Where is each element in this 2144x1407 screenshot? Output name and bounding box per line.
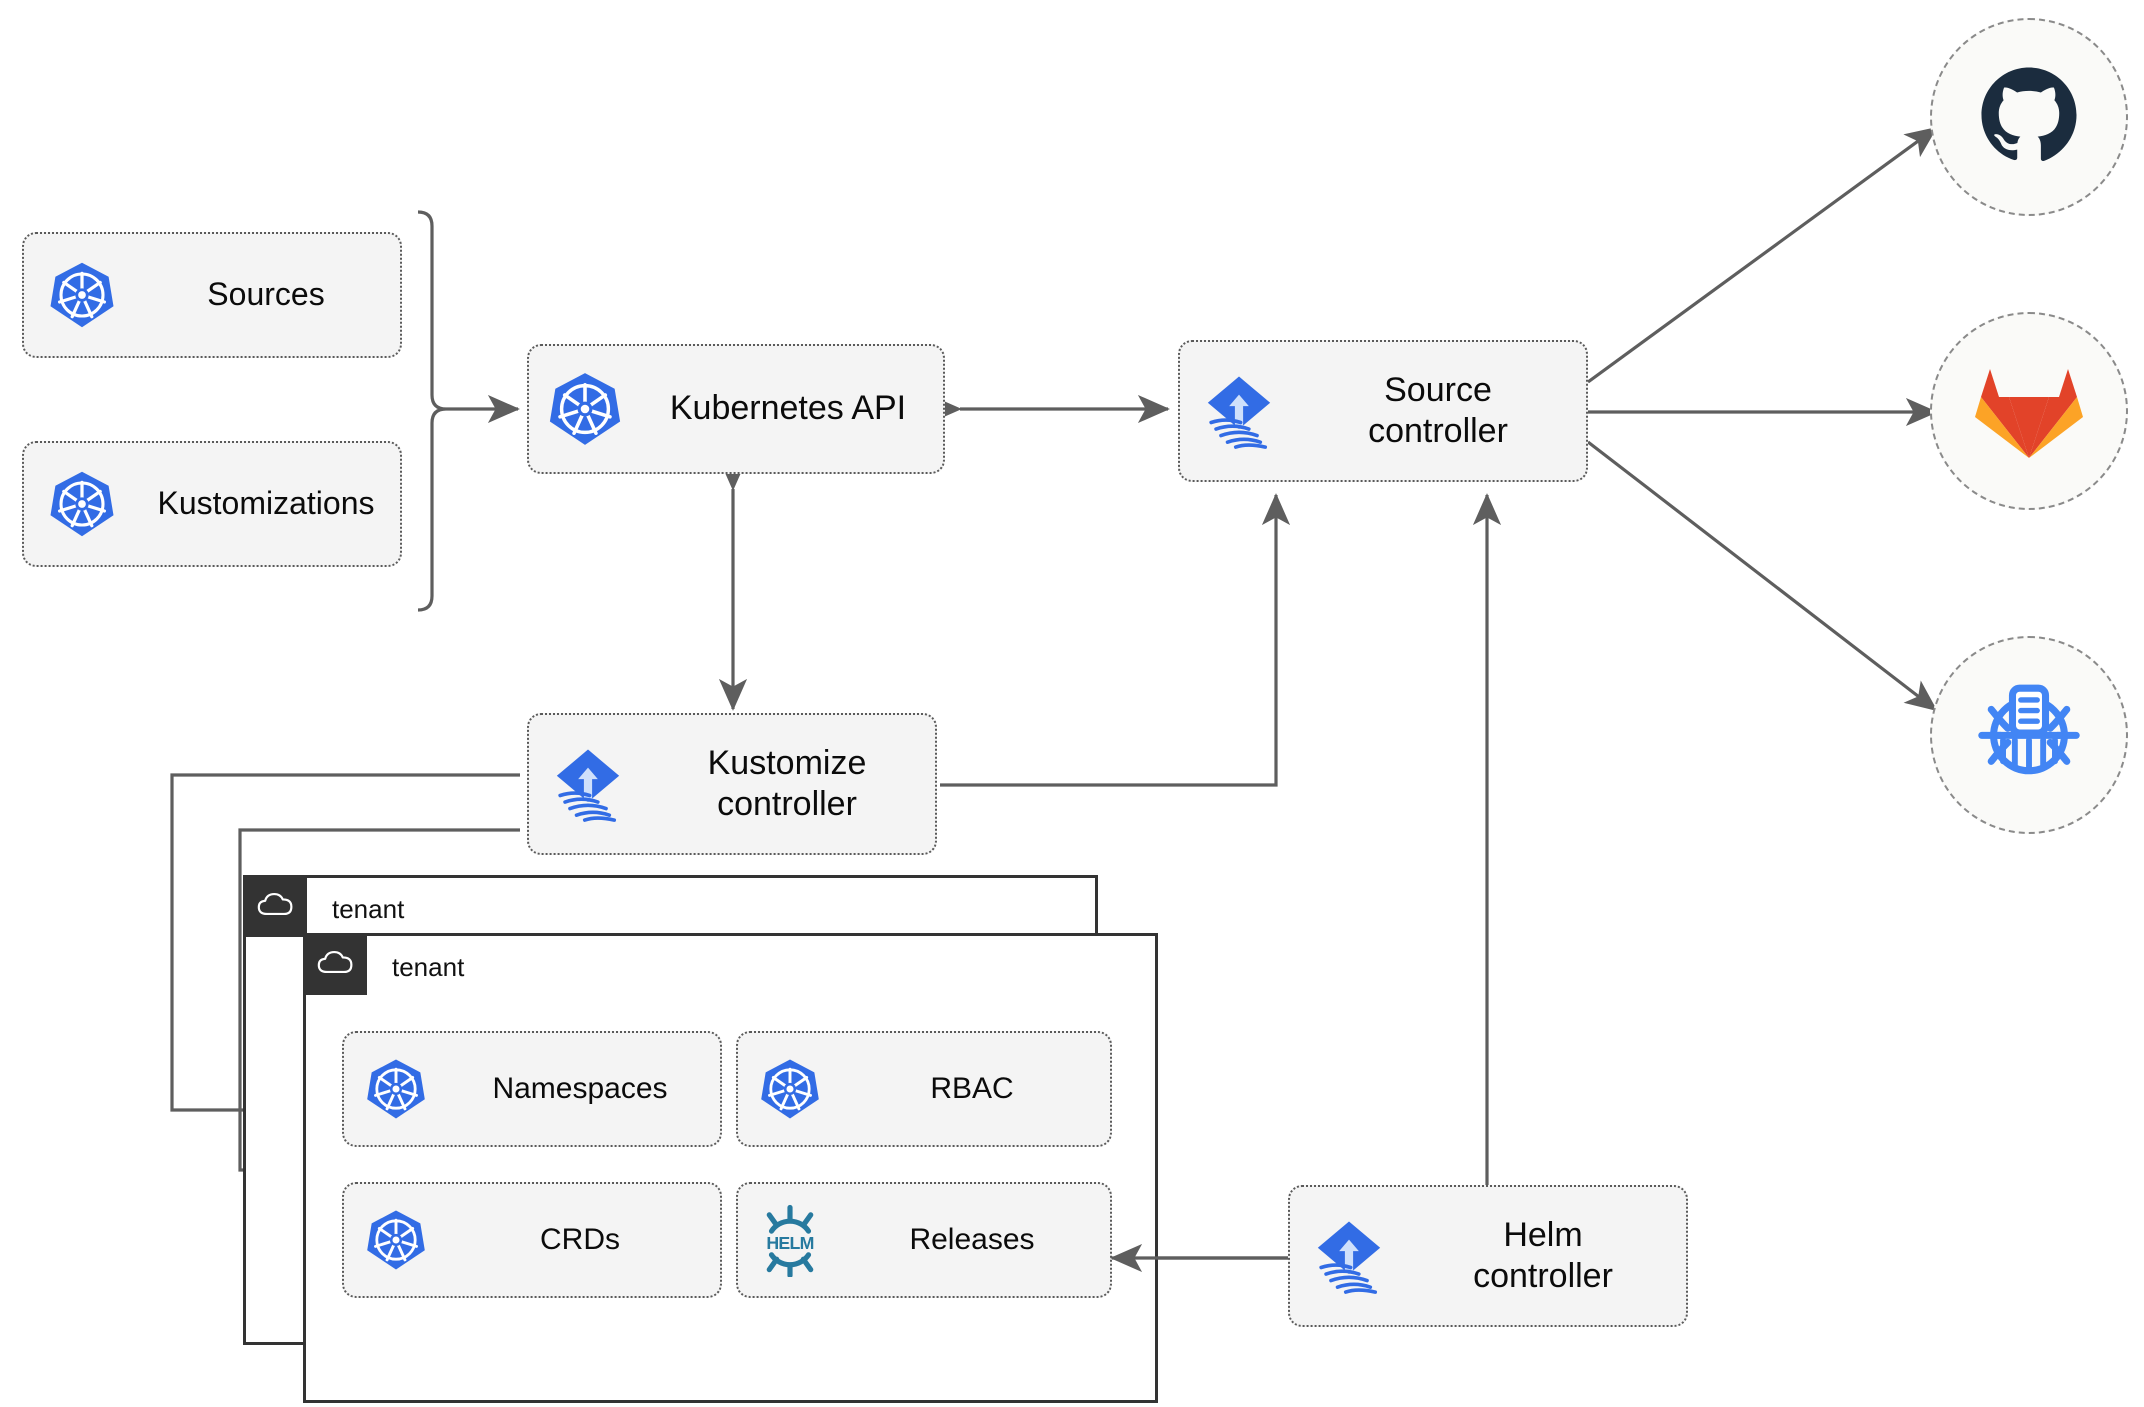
node-helm-controller[interactable]: Helm controller: [1288, 1185, 1688, 1327]
node-kustomizations[interactable]: Kustomizations: [22, 441, 402, 567]
tenant-tab-front: [303, 933, 367, 995]
gitlab-icon: [1973, 357, 2085, 466]
wire-kustomize-to-source: [940, 493, 1291, 787]
kubernetes-icon: [344, 1208, 448, 1272]
helm-repository-icon: [1970, 674, 2088, 797]
node-sources-label: Sources: [207, 276, 325, 313]
node-kustomize-controller-label: Kustomize controller: [707, 743, 867, 823]
tenant-container-front[interactable]: tenant: [303, 933, 1158, 1403]
node-source-controller[interactable]: Source controller: [1178, 340, 1588, 482]
wire-source-to-github: [1587, 126, 1938, 384]
node-kustomize-controller[interactable]: Kustomize controller: [527, 713, 937, 855]
flux-icon: [1290, 1215, 1408, 1297]
node-rbac[interactable]: RBAC: [736, 1031, 1112, 1147]
provider-github[interactable]: [1930, 18, 2128, 216]
kubernetes-icon: [738, 1057, 842, 1121]
kubernetes-icon: [24, 469, 140, 539]
cloud-icon: [317, 949, 355, 980]
flux-icon: [529, 743, 647, 825]
kubernetes-icon: [344, 1057, 448, 1121]
node-namespaces[interactable]: Namespaces: [342, 1031, 722, 1147]
node-kubernetes-api[interactable]: Kubernetes API: [527, 344, 945, 474]
node-releases-label: Releases: [909, 1222, 1035, 1256]
tenant-label-front: tenant: [392, 951, 465, 982]
svg-text:HELM: HELM: [766, 1233, 813, 1253]
github-icon: [1975, 61, 2083, 174]
node-crds-label: CRDs: [540, 1222, 620, 1256]
kubernetes-icon: [529, 370, 641, 448]
flux-icon: [1180, 370, 1298, 452]
provider-helm-repository[interactable]: [1930, 636, 2128, 834]
node-sources[interactable]: Sources: [22, 232, 402, 358]
helm-icon: HELM: [738, 1203, 842, 1277]
node-crds[interactable]: CRDs: [342, 1182, 722, 1298]
wire-source-to-bucket: [1587, 440, 1938, 712]
node-source-controller-label: Source controller: [1368, 370, 1508, 450]
node-rbac-label: RBAC: [930, 1071, 1014, 1105]
tenant-tab-back: [243, 875, 307, 937]
node-releases[interactable]: HELM Releases: [736, 1182, 1112, 1298]
node-helm-controller-label: Helm controller: [1473, 1215, 1613, 1295]
resources-bracket: [417, 210, 447, 612]
node-namespaces-label: Namespaces: [492, 1071, 668, 1105]
kubernetes-icon: [24, 260, 140, 330]
node-kustomizations-label: Kustomizations: [157, 485, 375, 522]
provider-gitlab[interactable]: [1930, 312, 2128, 510]
tenant-label-back: tenant: [332, 893, 405, 924]
node-kubernetes-api-label: Kubernetes API: [669, 389, 907, 428]
cloud-icon: [257, 891, 295, 922]
